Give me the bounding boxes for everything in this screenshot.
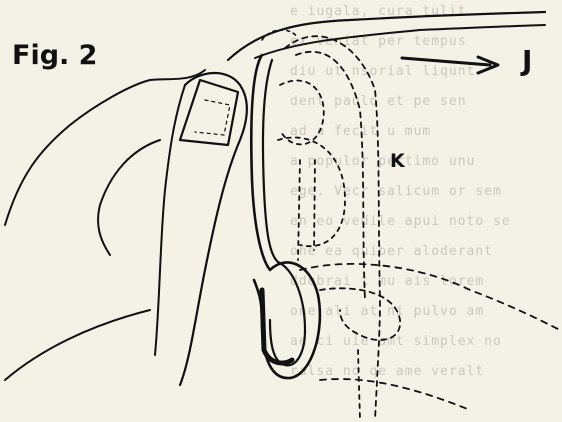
thumbnail [180,80,238,145]
hidden-lower-hand [300,264,560,330]
hidden-finger-2 [278,138,345,247]
label-k: K [390,150,405,172]
figure-title: Fig. 2 [12,40,97,71]
hidden-contour-2 [296,52,365,300]
upper-cord [228,12,545,60]
label-j: J [522,44,532,77]
hidden-strand-2 [314,160,315,250]
upper-cord-lower-edge [255,25,545,58]
hand-wrist [5,310,150,380]
hidden-lower-hand-2 [320,379,470,410]
thumbnail-inner [195,100,230,135]
thumb-outline [180,73,247,385]
hook-loop-inner [263,60,305,365]
hook-shade [262,290,292,363]
hidden-knot [320,288,400,340]
hidden-top-loop [262,30,298,40]
hand-palm-edge [98,140,160,255]
direction-arrow-shaft [402,58,490,65]
hand-outline [5,70,205,225]
hidden-tail [358,350,360,420]
thumb-outline-left [155,85,185,355]
hidden-contour-1 [285,36,380,420]
hidden-finger-1 [280,81,324,145]
